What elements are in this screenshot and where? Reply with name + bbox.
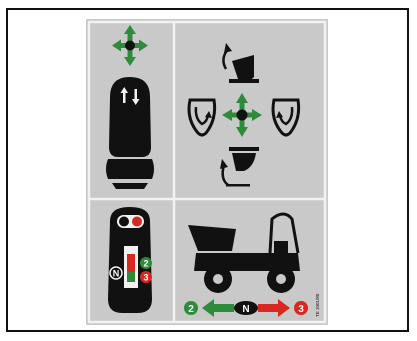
part-number: TE 1001/80 xyxy=(315,293,320,317)
gear-3-label: 3 xyxy=(143,273,148,283)
gear-2-label: 2 xyxy=(143,259,148,269)
seat-backrest-icon xyxy=(106,77,154,189)
dumper-gear-3-label: 3 xyxy=(298,304,304,315)
neutral-badge-icon: N xyxy=(234,301,258,315)
gear-2-badge-icon: 2 xyxy=(184,301,198,315)
dumper-gear-2-label: 2 xyxy=(188,304,194,315)
neutral-badge-icon: N xyxy=(110,267,122,279)
gear-3-badge-icon: 3 xyxy=(294,301,308,315)
gear-2-badge-icon: 2 xyxy=(140,257,152,269)
control-decal: N 2 3 2 xyxy=(86,19,328,325)
neutral-label: N xyxy=(113,269,120,279)
gear-indicator-icon xyxy=(124,246,138,288)
dumper-neutral-label: N xyxy=(242,304,249,315)
panel-gear-selector: N 2 3 xyxy=(108,207,152,313)
gear-3-badge-icon: 3 xyxy=(140,271,152,283)
toggle-switch-icon xyxy=(117,215,144,228)
